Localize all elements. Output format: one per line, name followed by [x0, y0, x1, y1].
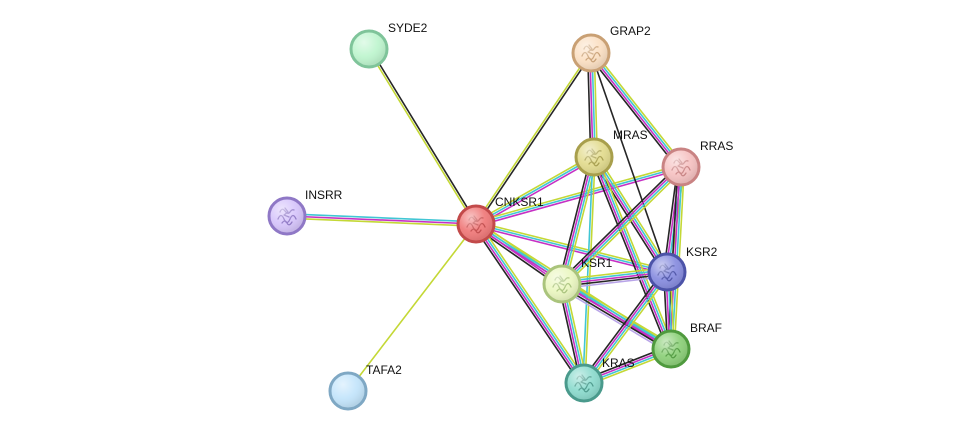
- edge-strand-experiments: [474, 223, 584, 385]
- edge-strand-coexpression: [587, 54, 680, 170]
- edge-mras-kras[interactable]: [582, 156, 596, 384]
- edge-strand-databases: [584, 271, 669, 385]
- edge-cnksr1-tafa2[interactable]: [347, 223, 477, 392]
- edge-strand-coexpression: [476, 52, 593, 226]
- edge-strand-experiments: [560, 155, 594, 285]
- node-highlight: [664, 150, 698, 184]
- edge-strand-databases: [561, 166, 683, 286]
- node-label: SYDE2: [388, 21, 428, 35]
- edge-cnksr1-grap2[interactable]: [474, 51, 593, 226]
- node-highlight: [352, 32, 386, 66]
- edge-strand-textmining: [477, 221, 588, 382]
- node-highlight: [545, 267, 579, 301]
- edge-strand-databases: [591, 51, 683, 168]
- edge-strand-coexpression: [558, 163, 680, 283]
- edge-strand-experiments: [561, 283, 672, 350]
- edge-ksr1-braf[interactable]: [558, 279, 675, 354]
- edge-ksr2-kras[interactable]: [580, 269, 671, 386]
- node-label: INSRR: [305, 188, 343, 202]
- node-rras[interactable]: RRAS: [661, 139, 733, 187]
- edge-grap2-rras[interactable]: [587, 50, 685, 170]
- edge-strand-textmining: [592, 50, 685, 166]
- node-label: KSR2: [686, 245, 718, 259]
- edge-strand-databases: [476, 222, 586, 384]
- edge-rras-ksr1[interactable]: [558, 163, 685, 288]
- node-label: KRAS: [602, 356, 635, 370]
- edge-strand-textmining: [584, 156, 596, 384]
- edge-strand-textmining: [474, 51, 591, 225]
- edge-strand-coexpression: [580, 269, 666, 382]
- edge-grap2-ksr2[interactable]: [590, 52, 668, 273]
- edge-strand-textmining: [596, 154, 675, 349]
- edge-strand-experiments: [475, 168, 683, 227]
- edge-strand-databases: [475, 166, 682, 225]
- edge-strand-experiments: [560, 165, 682, 285]
- edge-strand-textmining: [367, 48, 476, 226]
- node-label: CNKSR1: [495, 195, 544, 209]
- edge-strand-coexpression: [472, 225, 583, 386]
- edge-cnksr1-mras[interactable]: [474, 154, 596, 227]
- edge-strand-textmining: [563, 168, 685, 288]
- edge-cnksr1-rras[interactable]: [474, 164, 683, 227]
- edge-strand-coexpression: [590, 52, 668, 273]
- edge-strand-textmining: [286, 217, 477, 227]
- node-grap2[interactable]: GRAP2: [571, 24, 651, 73]
- edge-mras-braf[interactable]: [590, 154, 675, 352]
- node-label: TAFA2: [366, 363, 402, 377]
- node-highlight: [574, 36, 608, 70]
- node-label: BRAF: [690, 321, 722, 335]
- node-label: RRAS: [700, 139, 733, 153]
- edge-strand-textmining: [347, 223, 477, 392]
- edge-strand-coexpression: [560, 285, 671, 352]
- edge-cnksr1-kras[interactable]: [472, 221, 588, 386]
- node-highlight: [459, 207, 493, 241]
- node-highlight: [654, 332, 688, 366]
- node-syde2[interactable]: SYDE2: [349, 21, 428, 69]
- node-highlight: [270, 199, 304, 233]
- edge-cnksr1-syde2[interactable]: [367, 47, 478, 226]
- edge-strand-databases: [562, 156, 596, 286]
- node-cnksr1[interactable]: CNKSR1: [456, 195, 544, 244]
- edge-strand-homology: [558, 286, 670, 354]
- edge-strand-experiments: [286, 215, 477, 225]
- edge-strand-textmining: [474, 164, 682, 223]
- edge-strand-databases: [562, 281, 673, 348]
- edge-strand-databases: [286, 213, 477, 223]
- node-highlight: [567, 366, 601, 400]
- node-highlight: [650, 255, 684, 289]
- edge-strand-databases: [475, 156, 595, 225]
- edge-strand-coexpression: [590, 157, 669, 352]
- node-highlight: [331, 374, 365, 408]
- node-label: KSR1: [581, 256, 613, 270]
- node-label: GRAP2: [610, 24, 651, 38]
- edge-strand-experiments: [592, 156, 671, 351]
- edge-strand-experiments: [589, 52, 681, 169]
- edge-strand-textmining: [563, 279, 675, 347]
- edges-layer: [286, 47, 686, 392]
- node-braf[interactable]: BRAF: [651, 321, 722, 369]
- edge-cnksr1-insrr[interactable]: [286, 213, 477, 227]
- node-ksr2[interactable]: KSR2: [647, 245, 718, 292]
- edge-strand-databases: [582, 156, 594, 384]
- edge-strand-textmining: [474, 154, 594, 223]
- edge-strand-experiments: [582, 270, 667, 384]
- node-highlight: [577, 140, 611, 174]
- node-label: MRAS: [613, 128, 648, 142]
- edge-strand-textmining: [585, 273, 671, 386]
- node-insrr[interactable]: INSRR: [267, 188, 343, 236]
- node-mras[interactable]: MRAS: [574, 128, 648, 177]
- edge-strand-coexpression: [369, 47, 478, 225]
- node-tafa2[interactable]: TAFA2: [328, 363, 402, 411]
- node-kras[interactable]: KRAS: [564, 356, 635, 403]
- node-ksr1[interactable]: KSR1: [542, 256, 613, 304]
- edge-strand-experiments: [476, 158, 596, 227]
- edge-strand-databases: [594, 155, 673, 350]
- edge-strand-coexpression: [557, 155, 592, 284]
